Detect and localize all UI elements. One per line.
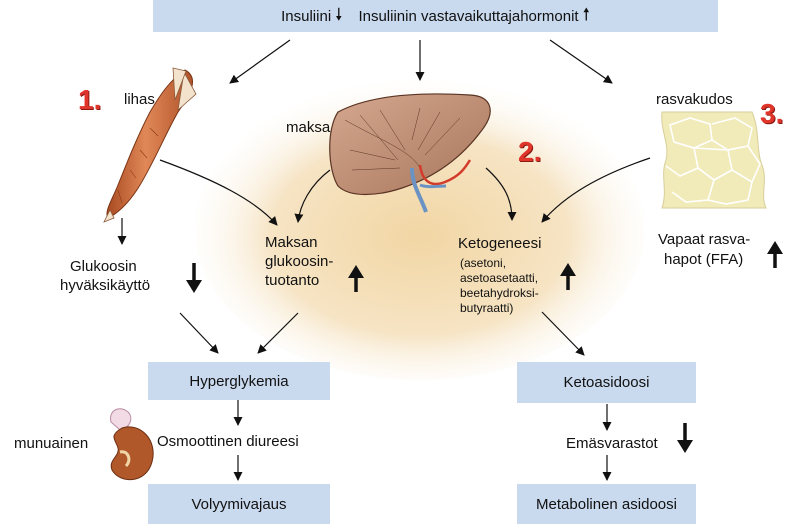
liver-number: 2. [518,136,542,167]
ketogenesis-detail-2: asetoasetaatti, [460,271,539,285]
ffa-line-1: Vapaat rasva- [658,231,751,248]
insulin-label: Insuliini [281,7,332,25]
counter-hormones-up-arrow: 🠕 [582,4,590,24]
hyperglycemia-box: Hyperglykemia [148,362,330,400]
counter-hormones-label: Insuliinin vastavaikuttajahormonit [358,7,579,25]
fat-number: 3. [760,98,784,129]
insulin-down-arrow: 🠗 [335,4,343,24]
base-reserves-label: Emäsvarastot [566,435,658,452]
ketogenesis-title: Ketogeneesi [458,235,542,252]
liver-label: maksa [286,119,331,136]
ketogenesis-detail-1: (asetoni, [460,256,507,270]
ketogenesis-detail-3: beetahydroksi- [460,286,539,300]
ketogenesis-detail-4: butyraatti) [460,301,514,315]
muscle-label: lihas [124,91,155,108]
liver-production-line-1: Maksan [265,234,318,251]
arrow-liver-to-production [294,169,331,223]
liver-production-line-3: tuotanto [265,272,320,289]
arrow-down-glucose-use [186,263,202,293]
liver-glow [195,80,645,380]
hormone-header-box: Insuliini 🠗 Insuliinin vastavaikuttajaho… [153,0,718,32]
acidosis-box: Metabolinen asidoosi [517,484,696,524]
arrow-glucose-use-to-hyperglycemia [179,312,219,354]
arrow-up-liver-production [348,265,364,292]
glucose-use-line-2: hyväksikäyttö [60,277,151,294]
muscle-illustration [103,67,197,223]
arrow-top-to-muscle [229,39,291,84]
muscle-number: 1. [78,84,102,115]
arrow-up-ffa [767,241,783,268]
kidney-label: munuainen [14,435,89,452]
arrow-muscle-to-liver-production [159,159,278,226]
arrow-fat-to-ketogenesis [541,157,651,223]
fat-label: rasvakudos [656,91,733,108]
glucose-use-line-1: Glukoosin [70,258,137,275]
ffa-line-2: hapot (FFA) [664,251,744,268]
kidney-illustration [110,408,154,481]
liver-production-line-2: glukoosin- [265,253,334,270]
arrow-production-to-hyperglycemia [257,312,299,354]
liver-illustration [329,93,491,213]
fat-tissue-illustration [661,111,767,209]
arrow-up-ketogenesis [560,263,576,290]
arrow-top-to-fat [549,39,613,84]
ketoacidosis-box: Ketoasidoosi [517,362,696,403]
arrow-liver-to-ketogenesis [485,167,517,221]
arrow-down-base-reserves [677,423,693,453]
diuresis-label: Osmoottinen diureesi [157,433,299,450]
arrow-ketogenesis-to-ketoacidosis [541,311,585,356]
volume-loss-box: Volyymivajaus [148,484,330,524]
